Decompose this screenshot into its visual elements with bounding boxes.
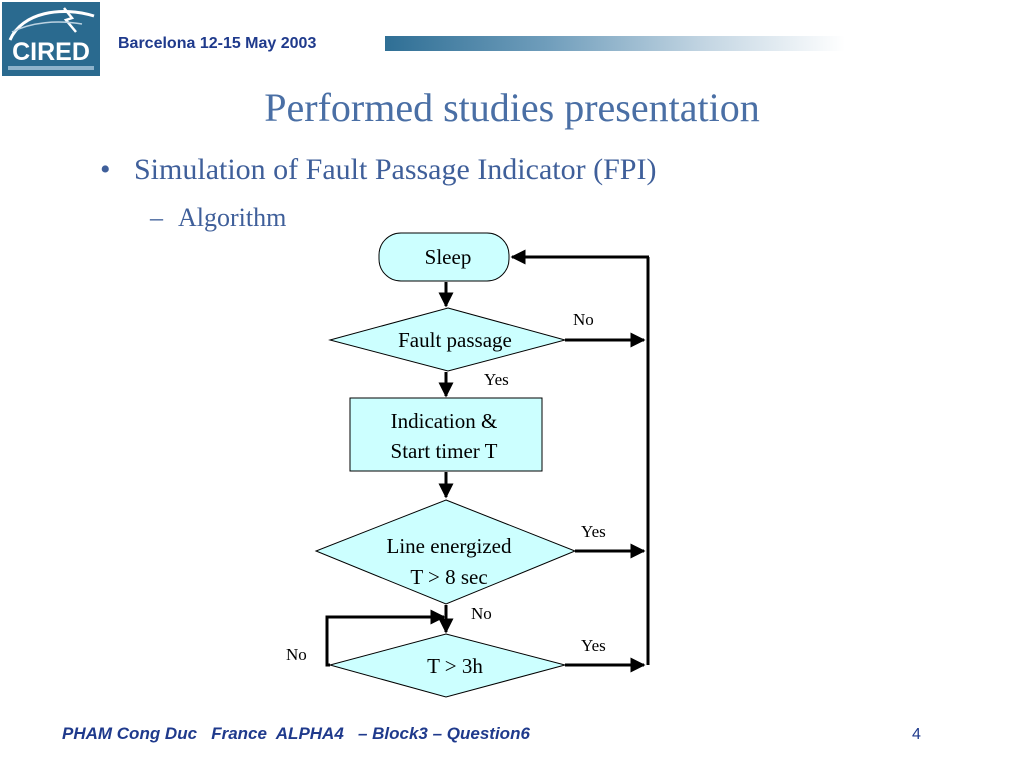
- cired-logo: CIRED: [2, 2, 100, 76]
- header-gradient-bar: [385, 36, 845, 51]
- logo-text: CIRED: [12, 38, 90, 66]
- node-fault-passage-label: Fault passage: [398, 328, 512, 352]
- node-indication-line1: Indication &: [391, 409, 498, 433]
- edge-timer-no: [325, 609, 446, 667]
- edge-timer-yes-label: Yes: [581, 636, 606, 655]
- edge-energized-yes-label: Yes: [581, 522, 606, 541]
- footer-author: PHAM Cong Duc France ALPHA4 – Block3 – Q…: [62, 724, 530, 743]
- node-fault-passage: [328, 307, 567, 372]
- dash-icon: –: [150, 203, 163, 232]
- node-sleep: [378, 232, 510, 282]
- subbullet-text: Algorithm: [178, 203, 287, 232]
- slide-title: Performed studies presentation: [0, 84, 1024, 131]
- node-indication: [349, 397, 543, 472]
- edge-fault-yes-label: Yes: [484, 370, 509, 389]
- node-indication-line2: Start timer T: [391, 439, 498, 463]
- bullet-text: Simulation of Fault Passage Indicator (F…: [134, 153, 657, 186]
- lightning-arc-icon: [8, 10, 95, 41]
- subbullet-item: –Algorithm: [150, 203, 286, 233]
- node-line-energized-line1: Line energized: [387, 534, 512, 558]
- event-label: Barcelona 12-15 May 2003: [118, 35, 317, 52]
- edge-energized-no-label: No: [471, 604, 492, 623]
- bullet-item: • Simulation of Fault Passage Indicator (…: [100, 153, 656, 187]
- node-timer-3h-label: T > 3h: [427, 654, 483, 678]
- edge-timer-no-label: No: [286, 645, 307, 664]
- page-number: 4: [912, 726, 921, 743]
- node-timer-3h: [328, 633, 567, 698]
- edge-fault-no-label: No: [573, 310, 594, 329]
- bullet-dot-icon: •: [100, 153, 111, 186]
- node-line-energized-line2: T > 8 sec: [410, 565, 487, 589]
- node-sleep-label: Sleep: [425, 245, 472, 269]
- node-line-energized: [314, 499, 577, 605]
- slide-title-text: Performed studies presentation: [264, 85, 760, 130]
